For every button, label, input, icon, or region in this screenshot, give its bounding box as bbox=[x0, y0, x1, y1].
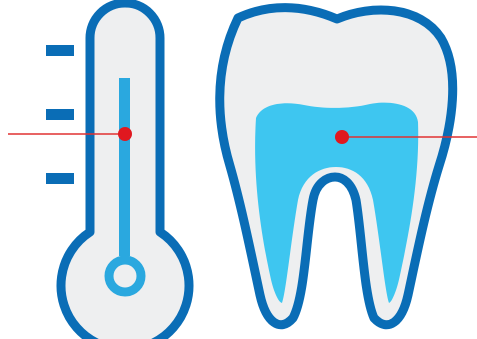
thermometer-icon bbox=[46, 3, 189, 339]
thermometer-tick-top bbox=[46, 45, 74, 56]
thermometer-mercury bbox=[119, 78, 130, 256]
thermometer-tick-bottom bbox=[46, 173, 74, 184]
thermometer-tick-middle bbox=[46, 109, 74, 120]
thermometer-bulb-ring bbox=[109, 260, 141, 292]
tooth-icon bbox=[220, 8, 453, 325]
pointer-dot-right bbox=[335, 130, 349, 144]
pointer-dot-left bbox=[118, 127, 132, 141]
